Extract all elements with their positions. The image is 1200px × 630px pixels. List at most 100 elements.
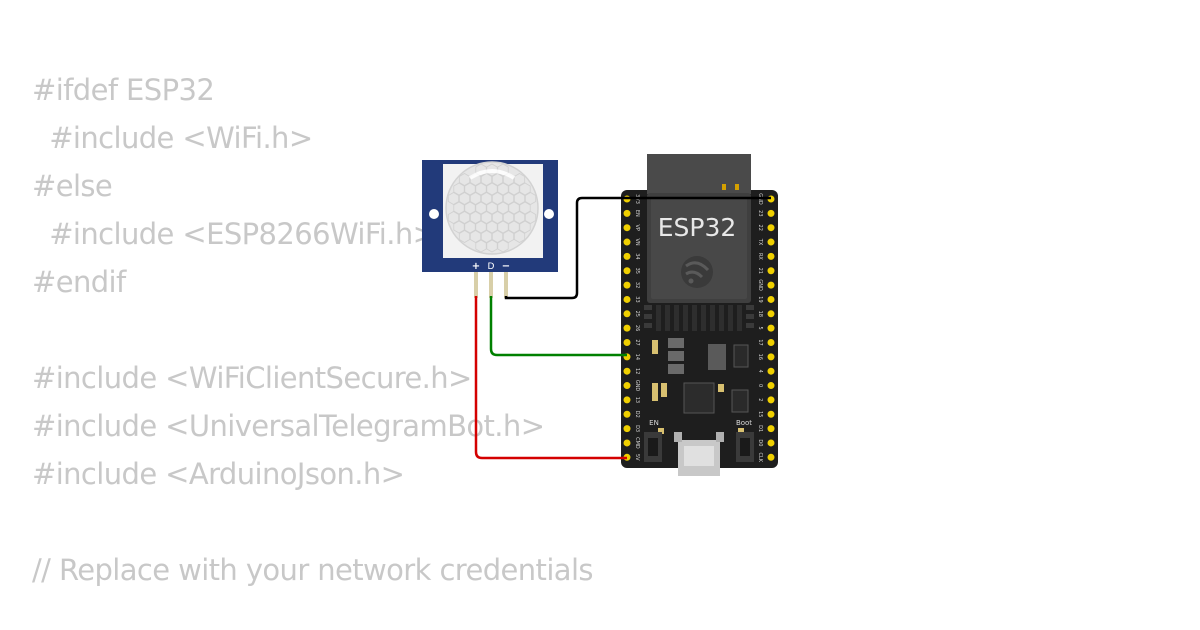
code-line: #include <ArduinoJson.h> [32, 457, 405, 491]
esp32-pin-label: 18 [757, 311, 763, 317]
esp32-pin-label: 12 [634, 368, 640, 374]
wire-data[interactable] [489, 296, 627, 357]
esp32-pin-pad[interactable] [623, 295, 631, 303]
esp32-pin-pad[interactable] [623, 238, 631, 246]
esp32-pin-pad[interactable] [623, 382, 631, 390]
esp32-pin-pad[interactable] [767, 396, 775, 404]
esp32-pin-pad[interactable] [623, 367, 631, 375]
esp32-pin-pad[interactable] [767, 238, 775, 246]
esp32-pin-pad[interactable] [767, 281, 775, 289]
code-listing: #ifdef ESP32 #include <WiFi.h>#else #inc… [32, 66, 594, 594]
code-line: #include <ESP8266WiFi.h> [32, 217, 437, 251]
pir-pin-label-vcc: + [472, 261, 480, 272]
esp32-pin-pad[interactable] [623, 439, 631, 447]
smd-components [652, 338, 749, 434]
esp32-pin-label: 27 [634, 339, 640, 345]
esp32-pin-pad[interactable] [623, 324, 631, 332]
code-line: #include <WiFi.h> [32, 121, 313, 155]
esp32-board[interactable]: ESP32 EN [621, 154, 778, 476]
esp32-pin-pad[interactable] [623, 267, 631, 275]
esp32-pin-label: 14 [634, 354, 640, 360]
pir-pin-gnd[interactable] [504, 272, 508, 298]
pir-fresnel-lens [445, 161, 539, 255]
esp32-pin-pad[interactable] [623, 425, 631, 433]
micro-usb-connector [674, 432, 724, 476]
espressif-logo-icon [681, 256, 713, 288]
esp32-pin-label: CLK [757, 453, 763, 463]
esp32-pin-pad[interactable] [767, 267, 775, 275]
esp32-pin-label: 23 [757, 210, 763, 216]
esp32-pin-label: 17 [757, 339, 763, 345]
esp32-pin-label: RX [757, 253, 763, 260]
esp32-pin-label: 15 [757, 411, 763, 417]
code-line: #endif [32, 265, 126, 299]
esp32-pin-pad[interactable] [767, 353, 775, 361]
esp32-pin-pad[interactable] [767, 339, 775, 346]
esp32-pin-label: 19 [757, 296, 763, 302]
esp32-pin-pad[interactable] [623, 281, 631, 289]
esp32-pin-pad[interactable] [767, 382, 775, 390]
esp32-pin-pad[interactable] [767, 252, 775, 260]
esp32-pin-label: GND [757, 279, 763, 291]
esp32-pin-label: GND [634, 380, 640, 392]
wire-vcc[interactable] [474, 296, 627, 460]
esp32-pin-pad[interactable] [767, 209, 775, 217]
esp32-pin-pad[interactable] [767, 425, 775, 433]
pir-mount-hole [544, 209, 554, 219]
esp32-pin-pad[interactable] [623, 410, 631, 418]
code-line: #include <UniversalTelegramBot.h> [32, 409, 545, 443]
esp32-antenna [647, 154, 751, 194]
esp32-pin-pad[interactable] [767, 410, 775, 418]
antenna-pad [722, 184, 726, 190]
esp32-pin-pad[interactable] [623, 252, 631, 260]
esp32-pin-label: 13 [634, 397, 640, 403]
pir-pin-label-gnd: − [502, 261, 510, 272]
esp32-pin-label: 22 [757, 225, 763, 231]
esp32-pin-label: 2 [757, 398, 763, 401]
esp32-pin-pad[interactable] [767, 310, 775, 318]
esp32-pin-label: 21 [757, 268, 763, 274]
antenna-pad [735, 184, 739, 190]
esp32-pin-label: 5 [757, 327, 763, 330]
esp32-pin-pad[interactable] [623, 224, 631, 232]
esp32-pin-pad[interactable] [623, 209, 631, 217]
esp32-pin-label: 32 [634, 282, 640, 288]
boot-button[interactable] [736, 432, 754, 462]
pir-lens-highlight [468, 169, 516, 180]
esp32-pin-pad[interactable] [623, 310, 631, 318]
esp32-pin-pad[interactable] [767, 324, 775, 332]
pir-sensor[interactable]: + D − [422, 160, 558, 298]
esp32-pin-label: D3 [634, 425, 640, 432]
esp32-pin-pad[interactable] [623, 396, 631, 404]
esp32-pin-label: D2 [634, 411, 640, 418]
boot-button-label: Boot [736, 419, 752, 427]
esp32-pin-label: 5V [634, 454, 640, 461]
esp32-pin-label: D1 [757, 425, 763, 432]
esp32-pin-pad[interactable] [767, 224, 775, 232]
code-line: #include <WiFiClientSecure.h> [32, 361, 472, 395]
esp32-pin-label: TX [757, 238, 763, 246]
esp32-pin-label: 26 [634, 325, 640, 331]
esp32-pin-label: VP [634, 224, 640, 230]
wire-gnd[interactable] [504, 196, 771, 300]
esp32-pin-label: 33 [634, 296, 640, 302]
pir-pin-vcc[interactable] [474, 272, 478, 298]
en-button[interactable] [644, 432, 662, 462]
code-line: // Replace with your network credentials [32, 553, 594, 587]
esp32-pin-label: 4 [757, 370, 763, 373]
esp32-pin-pad[interactable] [767, 439, 775, 447]
esp32-pin-label: 34 [634, 253, 640, 259]
pir-pin-label-data: D [488, 262, 495, 272]
esp32-pin-label: 25 [634, 311, 640, 317]
pir-pin-data[interactable] [489, 272, 493, 298]
esp32-pin-pad[interactable] [767, 453, 775, 461]
esp32-pin-pad[interactable] [623, 339, 631, 346]
esp32-label: ESP32 [658, 213, 737, 242]
esp32-pin-pad[interactable] [767, 367, 775, 375]
esp32-module-can [651, 197, 747, 299]
esp32-pin-pad[interactable] [767, 295, 775, 303]
pir-lens-pattern [447, 163, 537, 253]
esp32-pin-label: 16 [757, 354, 763, 360]
